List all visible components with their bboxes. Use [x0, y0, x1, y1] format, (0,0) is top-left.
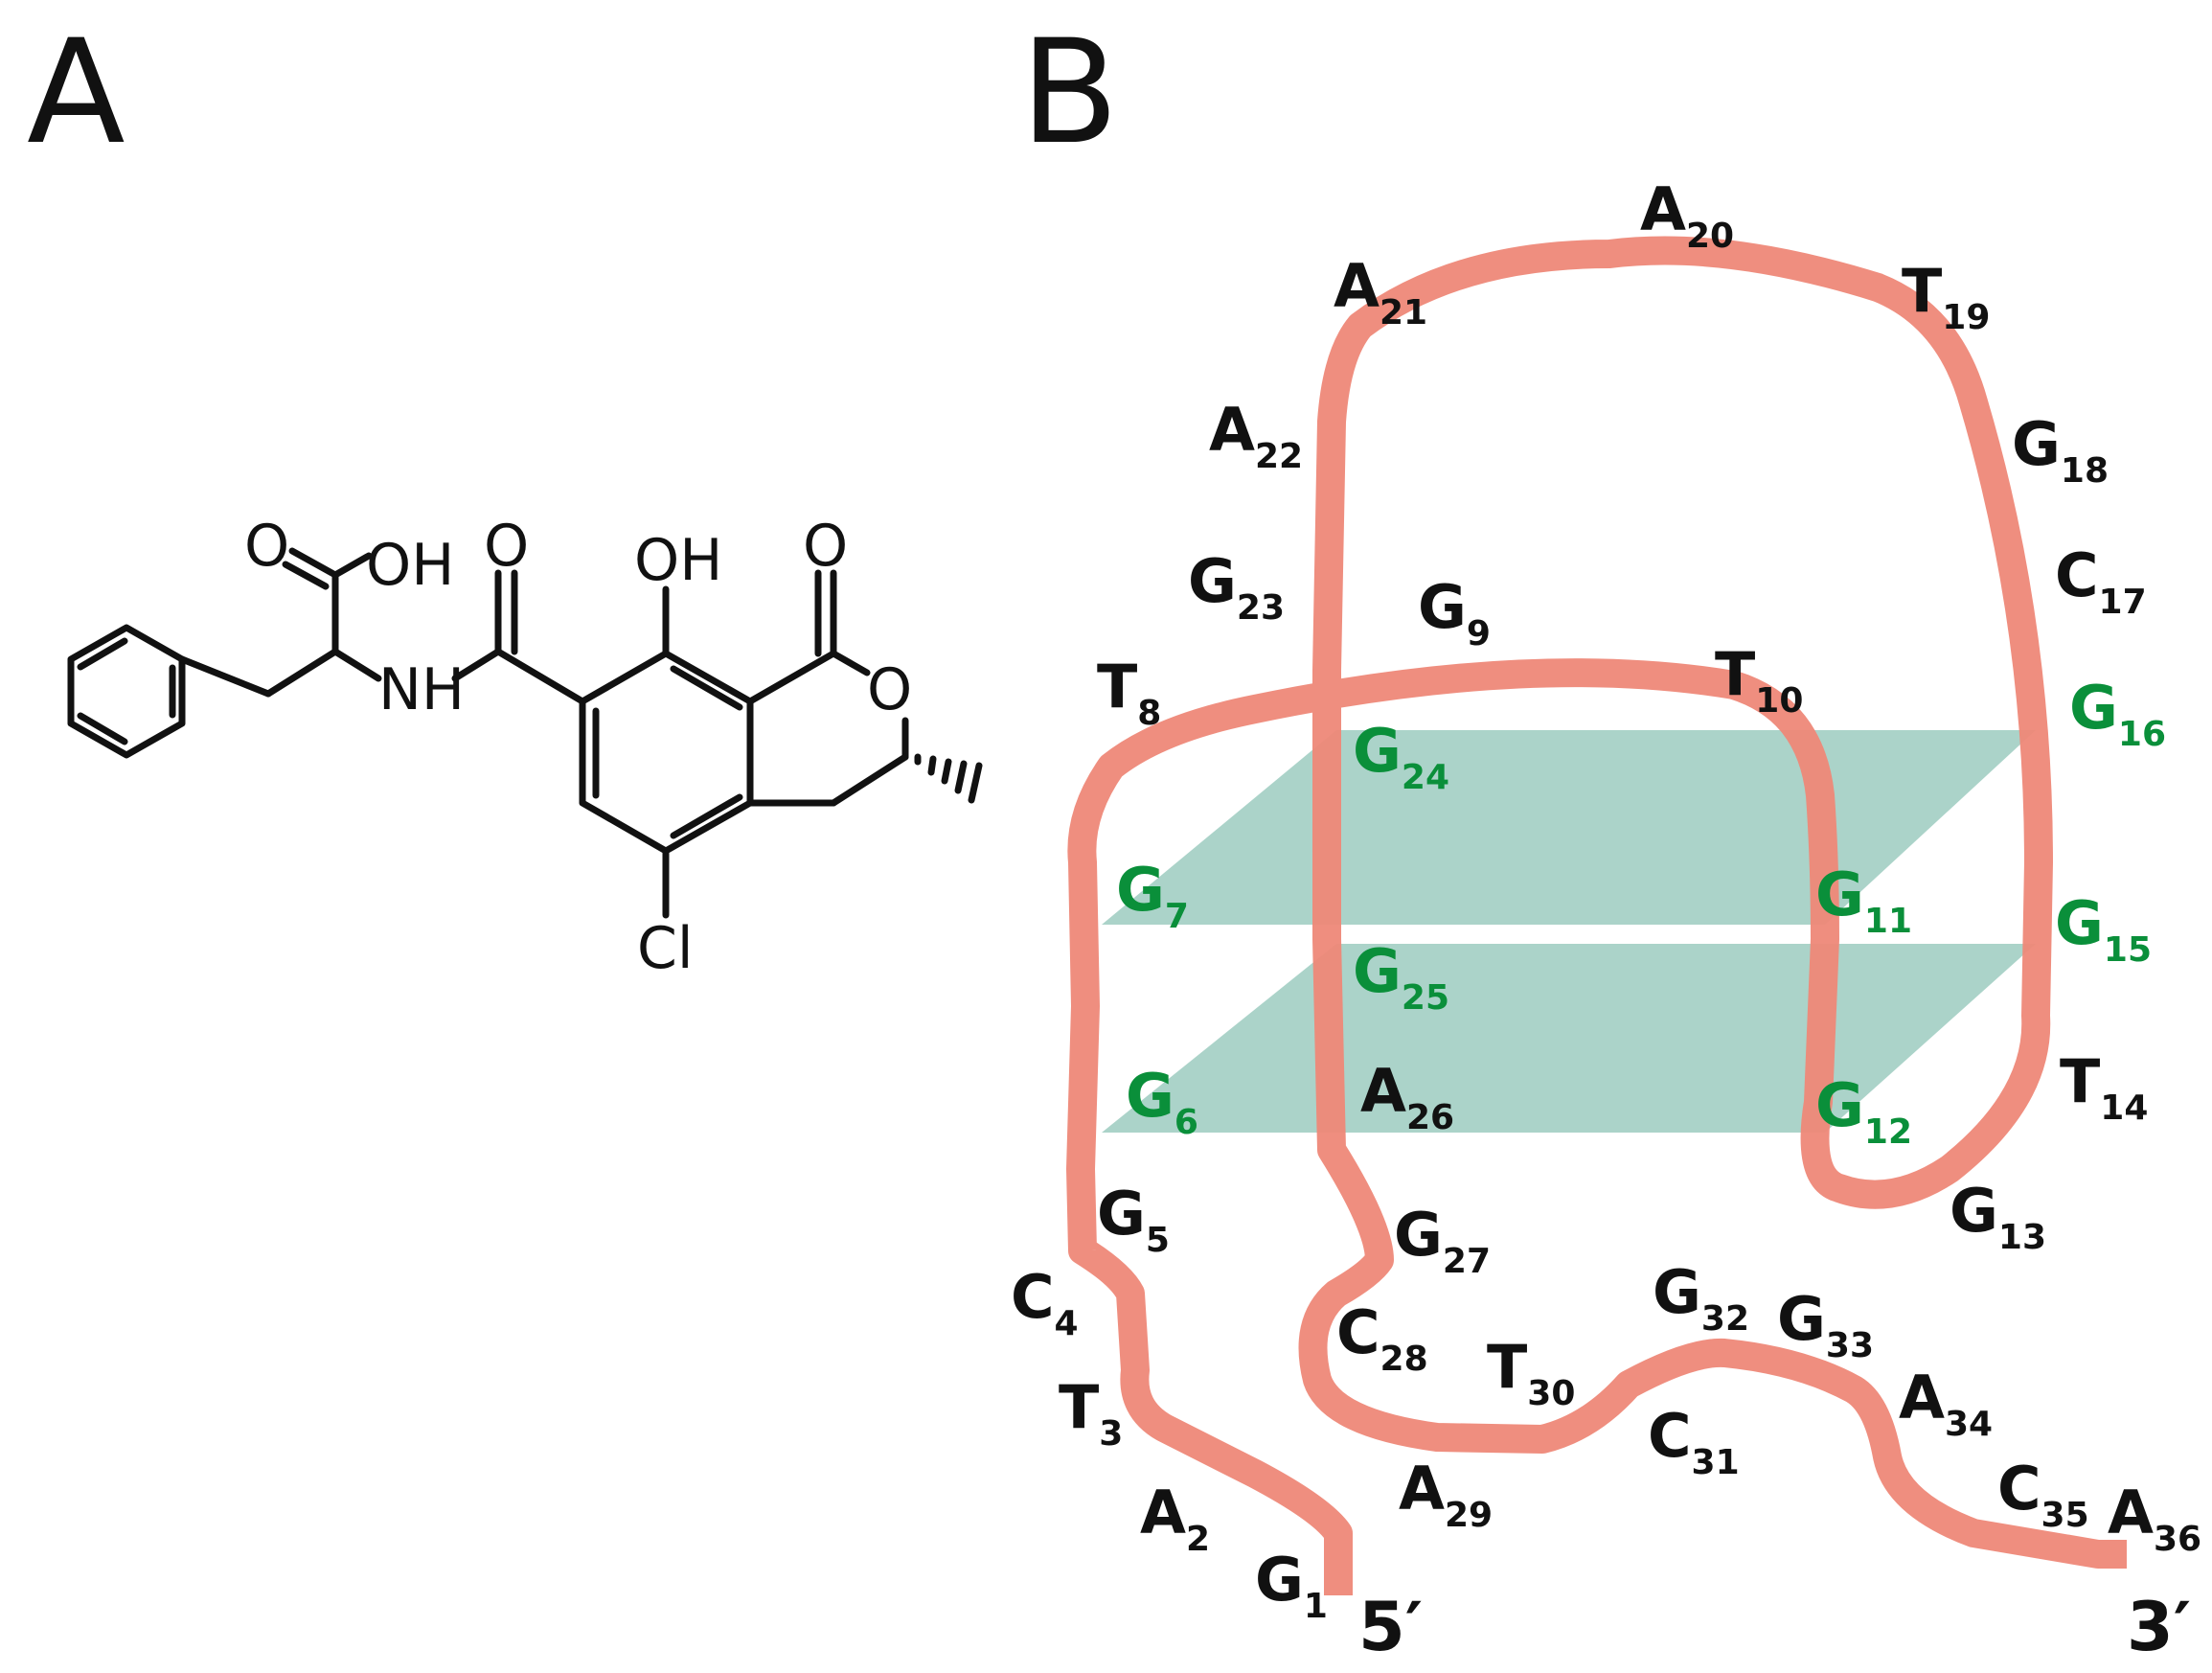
aromatic-double-bond [670, 665, 743, 711]
nucleotide-18: G18 [2012, 409, 2109, 491]
alpha-bond [264, 648, 339, 698]
five-prime-end-label: 5′ [1358, 1588, 1423, 1666]
phenol-oh-label: OH [634, 527, 722, 594]
three-prime-end-label: 3′ [2127, 1588, 2191, 1666]
amide-ring-bond [494, 648, 586, 705]
nucleotide-11: G11 [1815, 859, 1912, 941]
lactone-bond [830, 650, 871, 676]
hashed-methyl [914, 753, 983, 804]
nucleotide-6: G6 [1126, 1061, 1198, 1142]
nucleotide-24: G24 [1353, 716, 1449, 797]
phenyl-double-bond [77, 637, 128, 671]
carboxyl-co-double [282, 561, 330, 590]
nucleotide-9: G9 [1418, 572, 1491, 653]
nucleotide-7: G7 [1116, 855, 1189, 936]
nucleotide-23: G23 [1188, 546, 1285, 628]
ochratoxin-structure: OH O O NH OH O O Cl [67, 513, 983, 982]
nucleotide-13: G13 [1950, 1176, 2046, 1257]
nucleotide-32: G32 [1653, 1257, 1749, 1339]
nucleotide-33: G33 [1777, 1284, 1874, 1365]
nucleotide-28: C28 [1336, 1297, 1428, 1379]
amine-bond [331, 648, 382, 682]
panel-a-label: A [27, 10, 125, 176]
nucleotide-3: T3 [1059, 1372, 1123, 1454]
panel-b: B G1 A2 T3 C4 G5 G6 G7 T8 G9 T10 G11 G12… [1011, 10, 2201, 1666]
nucleotide-34: A34 [1899, 1363, 1993, 1444]
amide-o-label: O [484, 513, 529, 580]
chlorine-label: Cl [637, 915, 694, 982]
ring-o-label: O [867, 656, 912, 723]
aromatic-double-bond [670, 793, 743, 839]
panel-a: A [27, 10, 983, 982]
phenyl-double-bond [77, 712, 128, 745]
carboxyl-oh-label: OH [366, 532, 454, 599]
nucleotide-21: A21 [1334, 251, 1427, 332]
nucleotide-15: G15 [2055, 888, 2152, 970]
benzyl-bond [178, 655, 272, 698]
nucleotide-4: C4 [1011, 1262, 1079, 1343]
panel-b-label: B [1020, 10, 1119, 176]
dna-strand [1066, 236, 2127, 1595]
lactone-bond [830, 753, 909, 807]
nucleotide-20: A20 [1640, 174, 1734, 256]
nucleotide-31: C31 [1648, 1401, 1740, 1482]
nucleotide-35: C35 [1997, 1454, 2089, 1535]
nucleotide-36: A36 [2108, 1478, 2201, 1559]
nucleotide-19: T19 [1902, 256, 1990, 337]
lactone-bond [746, 650, 837, 705]
nucleotide-25: G25 [1353, 936, 1449, 1018]
nucleotide-2: A2 [1140, 1478, 1210, 1559]
nucleotide-8: T8 [1097, 652, 1161, 733]
carboxyl-o-label: O [244, 513, 289, 580]
nucleotide-17: C17 [2055, 540, 2147, 622]
nucleotide-1: G1 [1255, 1545, 1328, 1626]
aromatic-ring [579, 650, 754, 855]
lactone-co-label: O [803, 513, 848, 580]
lower-g-quartet [1102, 944, 2036, 1133]
nh-label: NH [378, 656, 465, 723]
nucleotide-29: A29 [1399, 1454, 1493, 1535]
nucleotide-12: G12 [1815, 1070, 1912, 1152]
carboxyl-co-double [288, 547, 339, 579]
nucleotide-27: G27 [1394, 1200, 1491, 1281]
nucleotide-10: T10 [1715, 639, 1803, 721]
nucleotide-14: T14 [2060, 1046, 2148, 1128]
amide-bond [451, 648, 502, 682]
nucleotide-22: A22 [1209, 395, 1303, 476]
nucleotide-16: G16 [2069, 673, 2166, 754]
carboxyl-oh-bond [331, 552, 373, 579]
nucleotide-labels: G1 A2 T3 C4 G5 G6 G7 T8 G9 T10 G11 G12 G… [1011, 174, 2201, 1626]
nucleotide-26: A26 [1360, 1056, 1454, 1137]
upper-g-quartet [1102, 730, 2036, 925]
nucleotide-30: T30 [1487, 1332, 1575, 1413]
nucleotide-5: G5 [1097, 1179, 1170, 1260]
phenyl-ring [67, 624, 186, 759]
